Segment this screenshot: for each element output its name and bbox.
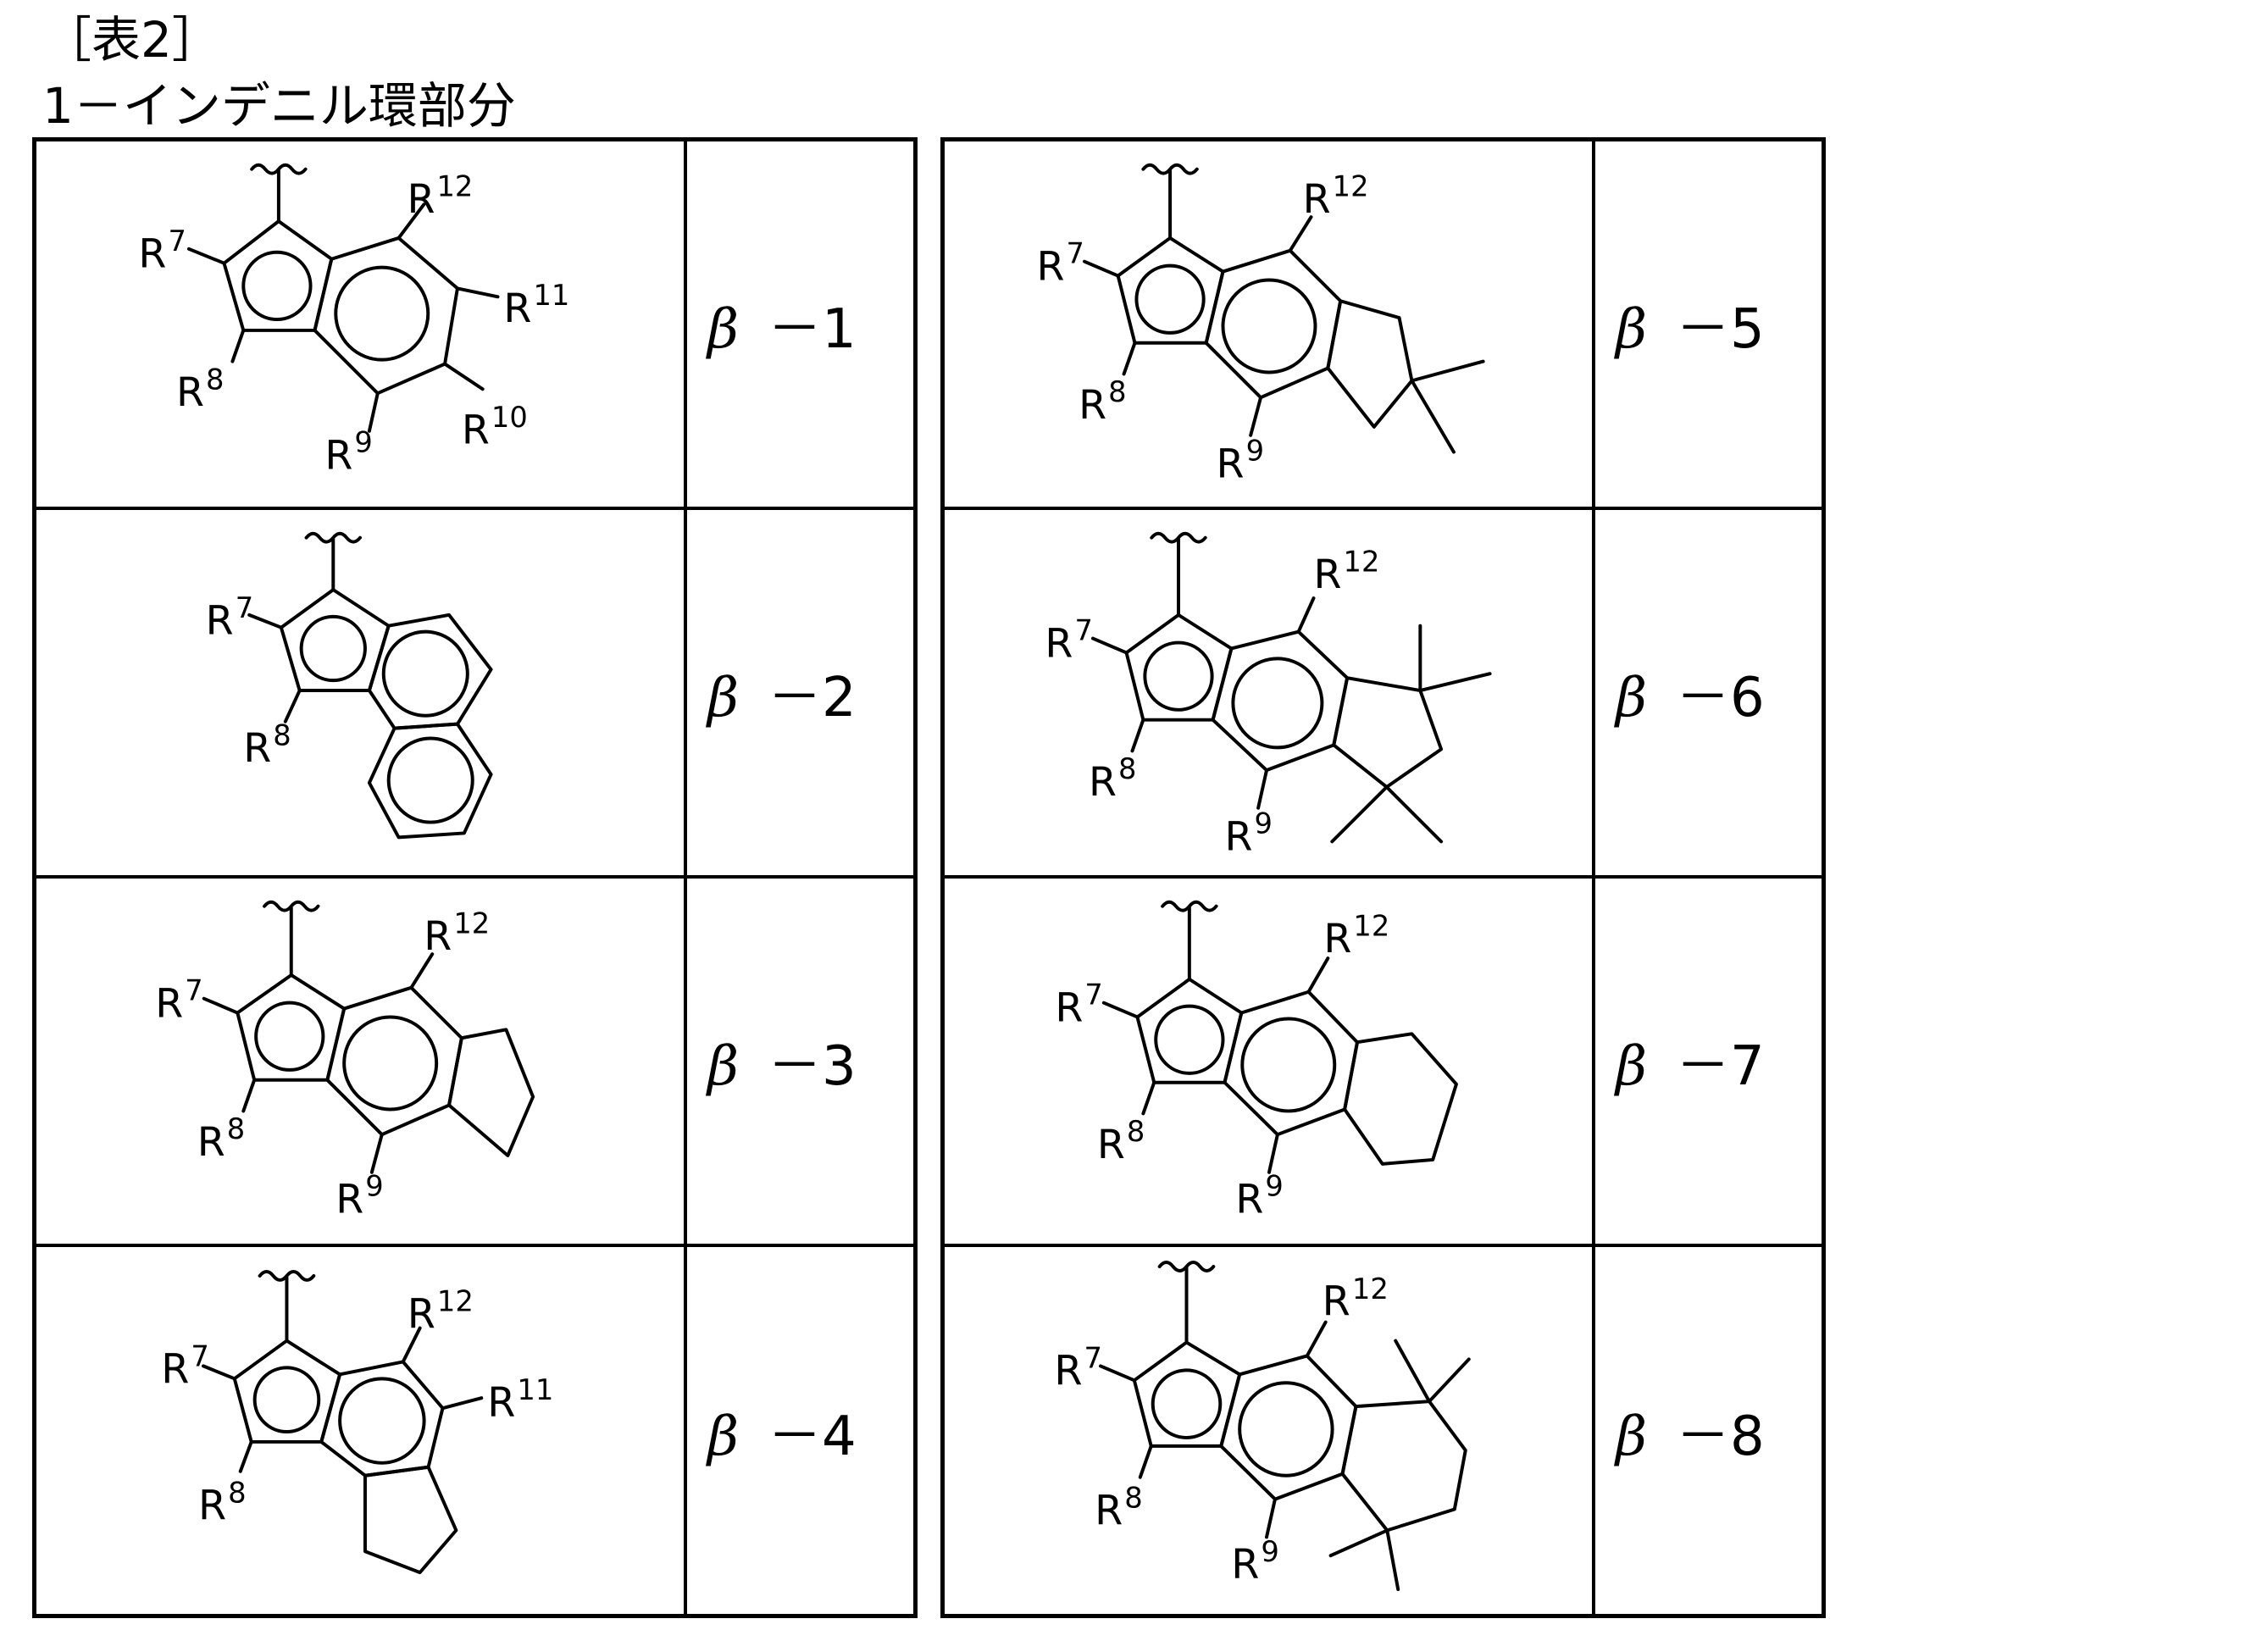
structure-cell-beta-6: R7 R8 R9 R12 (945, 510, 1595, 879)
substituent-r11: R11 (503, 279, 569, 332)
structure-cell-beta-2: R7 R8 (36, 510, 687, 879)
structure-label-beta-2: β－2 (687, 510, 914, 879)
substituent-r12: R12 (1323, 909, 1389, 962)
substituent-r7: R7 (1045, 614, 1092, 668)
structure-label-beta-8: β－8 (1595, 1247, 1822, 1616)
structure-cell-beta-7: R7 R8 R9 R12 (945, 879, 1595, 1247)
substituent-r8: R8 (1079, 375, 1126, 429)
structure-label-beta-1: β－1 (687, 141, 914, 510)
substituent-r7: R7 (1054, 1341, 1102, 1394)
substituent-r12: R12 (407, 169, 473, 223)
table-number-label: ［表2］ (42, 15, 221, 64)
substituent-r9: R9 (1231, 1535, 1279, 1588)
substituent-r7: R7 (1055, 979, 1102, 1032)
structure-cell-beta-4: R7 R8 R11 R12 (36, 1247, 687, 1616)
structure-beta-3: R7 R8 R9 R12 (36, 879, 684, 1244)
structure-cell-beta-3: R7 R8 R9 R12 (36, 879, 687, 1247)
structure-label-beta-6: β－6 (1595, 510, 1822, 879)
substituent-r7: R7 (161, 1339, 209, 1393)
substituent-r8: R8 (197, 1112, 245, 1166)
structure-label-beta-5: β－5 (1595, 141, 1822, 510)
structure-beta-1: R7 R8 R9 R10 R11 R12 (36, 141, 684, 507)
structure-label-beta-4: β－4 (687, 1247, 914, 1616)
substituent-r12: R12 (424, 906, 490, 960)
substituent-r9: R9 (1235, 1170, 1283, 1223)
substituent-r12: R12 (1314, 545, 1380, 598)
structure-beta-4: R7 R8 R11 R12 (36, 1247, 684, 1616)
structure-table-right: R7 R8 R9 R12 β－5 R7 R8 R9 R12 (940, 137, 1826, 1618)
structure-cell-beta-8: R7 R8 R9 R12 (945, 1247, 1595, 1616)
substituent-r12: R12 (408, 1285, 474, 1339)
substituent-r8: R8 (198, 1477, 247, 1530)
substituent-r9: R9 (324, 426, 372, 480)
substituent-r9: R9 (1224, 807, 1272, 860)
structure-label-beta-7: β－7 (1595, 879, 1822, 1247)
substituent-r8: R8 (1095, 1482, 1143, 1535)
structure-beta-7: R7 R8 R9 R12 (945, 879, 1592, 1244)
structure-beta-6: R7 R8 R9 R12 (945, 510, 1592, 875)
substituent-r7: R7 (1037, 237, 1084, 291)
substituent-r7: R7 (138, 225, 186, 278)
table-caption: 1－インデニル環部分 (42, 81, 516, 130)
substituent-r11: R11 (487, 1373, 553, 1427)
substituent-r8: R8 (1089, 752, 1136, 806)
structure-beta-5: R7 R8 R9 R12 (945, 141, 1592, 507)
structure-beta-2: R7 R8 (36, 510, 684, 875)
substituent-r12: R12 (1323, 1272, 1389, 1326)
substituent-r8: R8 (1097, 1115, 1145, 1168)
substituent-r9: R9 (335, 1170, 383, 1223)
substituent-r7: R7 (155, 974, 202, 1028)
substituent-r10: R10 (462, 401, 528, 454)
substituent-r8: R8 (176, 363, 224, 416)
structure-table-left: R7 R8 R9 R10 R11 R12 β－1 R7 R8 β－2 (32, 137, 918, 1618)
substituent-r9: R9 (1217, 435, 1264, 488)
structure-label-beta-3: β－3 (687, 879, 914, 1247)
structure-cell-beta-1: R7 R8 R9 R10 R11 R12 (36, 141, 687, 510)
substituent-r7: R7 (206, 591, 253, 645)
structure-beta-8: R7 R8 R9 R12 (945, 1247, 1592, 1616)
substituent-r8: R8 (243, 718, 291, 772)
substituent-r12: R12 (1303, 169, 1369, 223)
structure-cell-beta-5: R7 R8 R9 R12 (945, 141, 1595, 510)
